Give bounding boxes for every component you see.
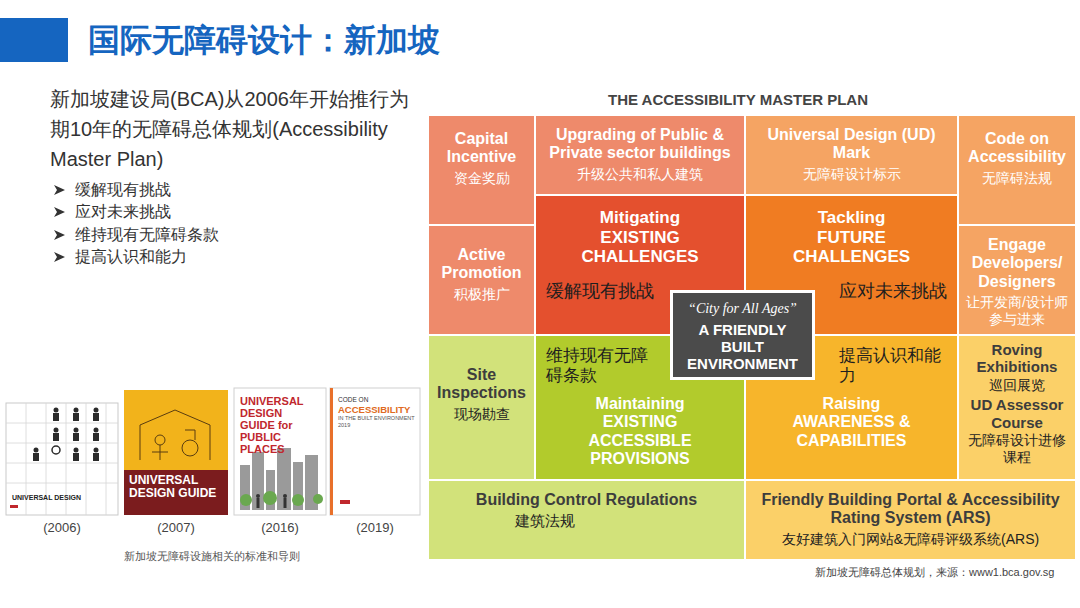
master-plan-panel: THE ACCESSIBILITY MASTER PLAN Capital Inc… [428, 88, 1076, 560]
cell-text: 无障碍法规 [963, 170, 1071, 187]
cell-text: 应对未来挑战 [822, 281, 947, 303]
book-cover-2007 [124, 390, 228, 515]
cell-text: UD Assessor Course [962, 396, 1072, 431]
cell-heading: CODE ON [338, 396, 416, 404]
bullet-item: 维持现有无障碍条款 [75, 225, 219, 245]
cell-text: 积极推广 [433, 286, 530, 303]
cell-text: 升级公共和私人建筑 [542, 166, 738, 183]
cell-heading: “City for All Ages” [679, 301, 806, 318]
caption: 新加坡无障碍设施相关的标准和导则 [124, 549, 300, 564]
cell-text: 无障碍设计进修课程 [962, 432, 1072, 466]
cell-heading: UNIVERSAL DESIGN GUIDE for PUBLIC PLACES [240, 395, 320, 455]
cell-text: 让开发商/设计师参与进来 [963, 294, 1071, 328]
book-cover: CODE ONACCESSIBILITYIN THE BUILT ENVIRON… [330, 388, 420, 515]
book-cover: UNIVERSAL DESIGN GUIDE for PUBLIC PLACES [234, 388, 326, 515]
cell-text: IN THE BUILT ENVIRONMENT 2019 [338, 415, 416, 428]
strategy-cell: Site Inspections 现场勘查 [428, 335, 535, 480]
cell-text: 无障碍设计标示 [752, 166, 951, 183]
year-label: (2007) [157, 520, 195, 535]
cell-heading: Universal Design (UD) Mark [752, 126, 951, 163]
bullet-item: 缓解现有挑战 [75, 180, 171, 200]
cell-heading: UNIVERSAL DESIGN [12, 494, 112, 502]
strategy-cell: Upgrading of Public & Private sector bui… [535, 115, 745, 195]
cell-heading: Roving Exhibitions [962, 341, 1072, 376]
cell-heading: Site Inspections [433, 366, 530, 403]
book-cover-2019 [330, 388, 420, 515]
cell-heading: Tackling FUTURE CHALLENGES [787, 208, 917, 267]
strategy-cell: Building Control Regulations 建筑法规 [428, 480, 745, 560]
strategy-cell: Code on Accessibility 无障碍法规 [958, 115, 1076, 225]
year-label: (2006) [43, 520, 81, 535]
cell-heading: Friendly Building Portal & Accessibility… [752, 491, 1069, 528]
cell-heading: UNIVERSAL DESIGN GUIDE [129, 474, 223, 500]
cell-heading: Code on Accessibility [963, 130, 1071, 167]
cell-heading: Active Promotion [433, 246, 530, 283]
cell-text: 巡回展览 [962, 377, 1072, 394]
source-note: 新加坡无障碍总体规划，来源：www1.bca.gov.sg [815, 565, 1054, 580]
cell-text: Raising AWARENESS & CAPABILITIES [777, 395, 927, 450]
book-cover-2006 [6, 403, 118, 515]
strategy-cell: Universal Design (UD) Mark 无障碍设计标示 [745, 115, 958, 195]
year-label: (2019) [356, 520, 394, 535]
vision-box: “City for All Ages” A FRIENDLY BUILT ENVI… [670, 290, 815, 380]
intro-paragraph: 新加坡建设局(BCA)从2006年开始推行为期10年的无障碍总体规划(Acces… [50, 84, 428, 174]
strategy-cell: Capital Incentive 资金奖励 [428, 115, 535, 225]
cell-text: A FRIENDLY BUILT ENVIRONMENT [679, 321, 806, 373]
bullet-markers [54, 185, 65, 262]
cell-heading: 提高认识和能力 [839, 346, 947, 387]
book-cover-2016 [234, 388, 326, 515]
title-bar [0, 18, 68, 62]
strategy-cell: Active Promotion 积极推广 [428, 225, 535, 335]
strategy-cell: Roving Exhibitions巡回展览 UD Assessor Course… [958, 335, 1076, 480]
cell-heading: Mitigating EXISTING CHALLENGES [575, 208, 705, 267]
cell-text: 现场勘查 [433, 406, 530, 423]
slide-title: 国际无障碍设计：新加坡 [88, 20, 440, 60]
bullet-item: 提高认识和能力 [75, 247, 187, 267]
cell-text: 资金奖励 [433, 170, 530, 187]
cell-heading: Capital Incentive [433, 130, 530, 167]
cell-text: 缓解现有挑战 [546, 281, 671, 303]
book-cover: UNIVERSAL DESIGN GUIDE [124, 390, 228, 515]
cell-text: 建筑法规 [435, 512, 738, 530]
year-label: (2016) [261, 520, 299, 535]
bullet-item: 应对未来挑战 [75, 202, 171, 222]
cell-text: 友好建筑入门网站&无障碍评级系统(ARS) [752, 531, 1069, 548]
cell-text: Maintaining EXISTING ACCESSIBLE PROVISIO… [573, 395, 708, 469]
cell-heading: Building Control Regulations [435, 491, 738, 509]
strategy-cell: Friendly Building Portal & Accessibility… [745, 480, 1076, 560]
cell-text: ACCESSIBILITY [338, 404, 416, 415]
cell-heading: 维持现有无障碍条款 [546, 346, 654, 387]
strategy-cell: Engage Developers/ Designers让开发商/设计师参与进来 [958, 225, 1076, 335]
cell-heading: Engage Developers/ Designers [963, 236, 1071, 291]
panel-heading: THE ACCESSIBILITY MASTER PLAN [428, 90, 1076, 110]
cell-heading: Upgrading of Public & Private sector bui… [542, 126, 738, 163]
book-cover: UNIVERSAL DESIGN [6, 403, 118, 515]
